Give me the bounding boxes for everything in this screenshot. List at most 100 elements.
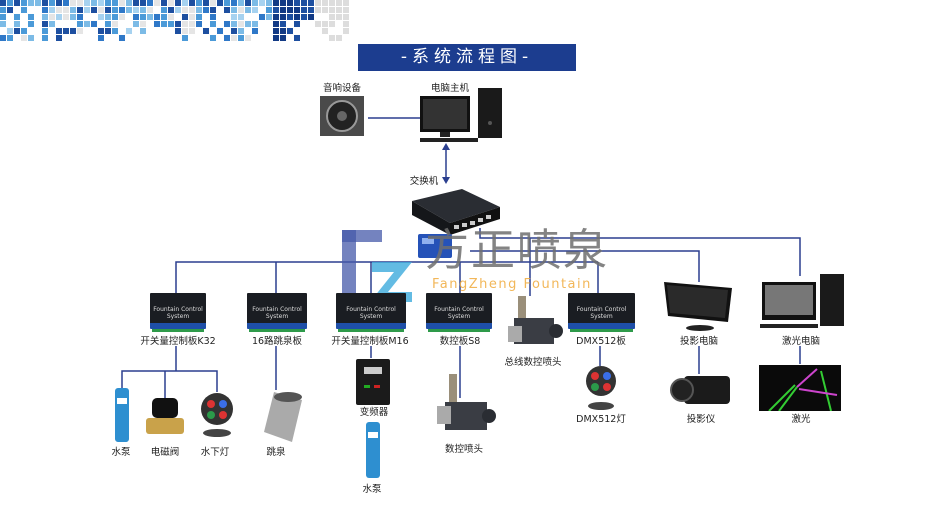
mosaic-tile xyxy=(175,7,181,13)
mosaic-tile xyxy=(0,35,6,41)
mosaic-tile xyxy=(301,14,307,20)
mosaic-tile xyxy=(224,7,230,13)
mosaic-tile xyxy=(49,0,55,6)
watermark-en: FangZheng Fountain xyxy=(432,277,592,292)
mosaic-tile xyxy=(49,7,55,13)
mosaic-tile xyxy=(238,14,244,20)
mosaic-tile xyxy=(84,21,90,27)
mosaic-tile xyxy=(259,0,265,6)
inverter-icon xyxy=(356,359,390,405)
mosaic-tile xyxy=(140,0,146,6)
mosaic-tile xyxy=(175,28,181,34)
mosaic-tile xyxy=(77,28,83,34)
valve-label: 电磁阀 xyxy=(150,447,180,458)
board-s8: Fountain Control System xyxy=(426,293,492,332)
mosaic-tile xyxy=(210,7,216,13)
decorative-mosaic xyxy=(0,0,349,41)
mosaic-tile xyxy=(119,14,125,20)
mosaic-tile xyxy=(63,14,69,20)
mosaic-tile xyxy=(182,7,188,13)
mosaic-tile xyxy=(98,0,104,6)
mosaic-tile xyxy=(273,14,279,20)
mosaic-tile xyxy=(343,0,349,6)
mosaic-tile xyxy=(21,7,27,13)
mosaic-tile xyxy=(231,7,237,13)
mosaic-tile xyxy=(273,28,279,34)
bus-nozzle-icon xyxy=(508,296,563,344)
mosaic-tile xyxy=(56,28,62,34)
mosaic-tile xyxy=(0,14,6,20)
mosaic-tile xyxy=(49,21,55,27)
mosaic-tile xyxy=(329,35,335,41)
mosaic-tile xyxy=(336,7,342,13)
mosaic-tile xyxy=(343,14,349,20)
mosaic-tile xyxy=(322,0,328,6)
mosaic-tile xyxy=(182,21,188,27)
mosaic-tile xyxy=(21,0,27,6)
mosaic-tile xyxy=(294,35,300,41)
mosaic-tile xyxy=(273,35,279,41)
mosaic-tile xyxy=(231,28,237,34)
mosaic-tile xyxy=(119,7,125,13)
mosaic-tile xyxy=(266,0,272,6)
mosaic-tile xyxy=(203,28,209,34)
mosaic-tile xyxy=(98,14,104,20)
mosaic-tile xyxy=(14,28,20,34)
mosaic-tile xyxy=(238,35,244,41)
mosaic-tile xyxy=(63,7,69,13)
mosaic-tile xyxy=(140,28,146,34)
pump2-label: 水泵 xyxy=(362,484,382,495)
mosaic-tile xyxy=(252,28,258,34)
jump-jet-icon xyxy=(264,392,302,442)
mosaic-tile xyxy=(287,7,293,13)
mosaic-tile xyxy=(28,0,34,6)
mosaic-tile xyxy=(315,7,321,13)
mosaic-tile xyxy=(140,7,146,13)
mosaic-tile xyxy=(322,28,328,34)
mosaic-tile xyxy=(280,35,286,41)
water-pump-icon xyxy=(115,388,129,442)
network-switch-icon xyxy=(412,189,500,235)
converter-module-icon xyxy=(418,234,452,258)
mosaic-tile xyxy=(56,35,62,41)
mosaic-tile xyxy=(175,21,181,27)
switch-label: 交换机 xyxy=(409,176,439,187)
board-text: Fountain Control System xyxy=(434,306,484,320)
mosaic-tile xyxy=(42,35,48,41)
laser-label: 激光 xyxy=(791,414,811,425)
mosaic-tile xyxy=(182,28,188,34)
mosaic-tile xyxy=(203,7,209,13)
mosaic-tile xyxy=(182,14,188,20)
board-dmx512: Fountain Control System xyxy=(568,293,635,332)
mosaic-tile xyxy=(28,14,34,20)
uw-light-label: 水下灯 xyxy=(200,447,230,458)
laser-show-image xyxy=(759,365,841,411)
mosaic-tile xyxy=(14,0,20,6)
mosaic-tile xyxy=(238,28,244,34)
board-text: Fountain Control System xyxy=(252,306,302,320)
mosaic-tile xyxy=(42,28,48,34)
mosaic-tile xyxy=(91,0,97,6)
desktop-computer-icon xyxy=(420,88,502,142)
mosaic-tile xyxy=(217,0,223,6)
mosaic-tile xyxy=(189,7,195,13)
mosaic-tile xyxy=(231,14,237,20)
page-title: -系统流程图- xyxy=(358,44,576,71)
mosaic-tile xyxy=(280,21,286,27)
watermark-cn: 方正喷泉 xyxy=(425,225,609,276)
mosaic-tile xyxy=(7,35,13,41)
board-text: Fountain Control System xyxy=(346,306,396,320)
mosaic-tile xyxy=(112,0,118,6)
mosaic-tile xyxy=(210,21,216,27)
mosaic-tile xyxy=(126,28,132,34)
mosaic-tile xyxy=(42,7,48,13)
mosaic-tile xyxy=(70,0,76,6)
mosaic-tile xyxy=(49,14,55,20)
mosaic-tile xyxy=(112,28,118,34)
mosaic-tile xyxy=(35,0,41,6)
pump-label: 水泵 xyxy=(111,447,131,458)
projector-label: 投影仪 xyxy=(686,414,716,425)
mosaic-tile xyxy=(105,7,111,13)
mosaic-tile xyxy=(56,7,62,13)
